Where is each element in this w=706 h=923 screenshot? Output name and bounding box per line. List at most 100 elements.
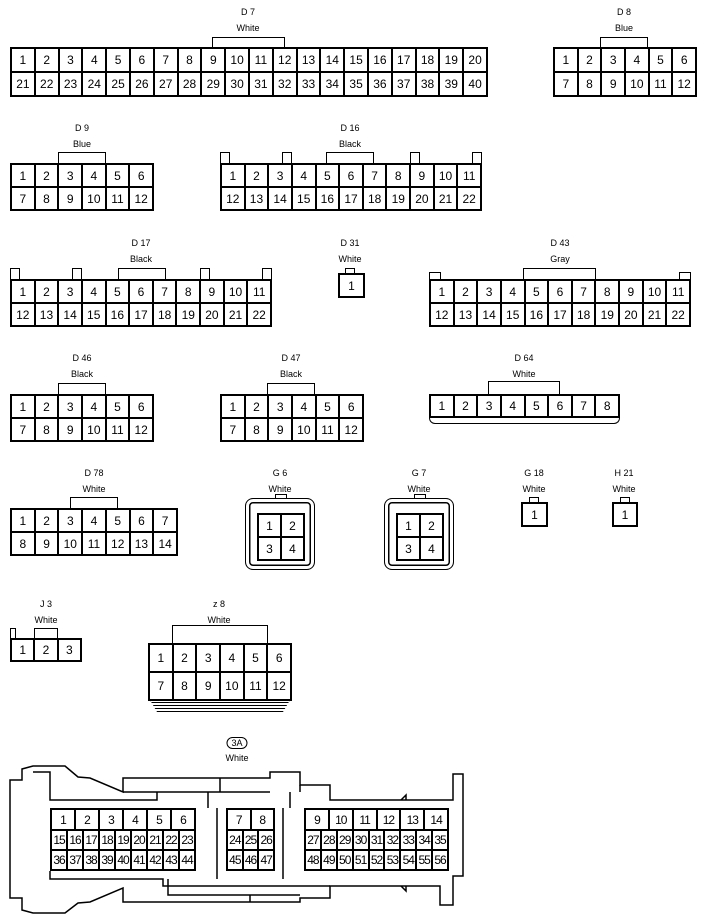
pin: 2 bbox=[34, 395, 59, 418]
housing-outline bbox=[49, 871, 330, 887]
pin: 7 bbox=[571, 280, 596, 303]
pin: 21 bbox=[147, 830, 163, 850]
pin: 6 bbox=[267, 644, 291, 672]
pin: 3 bbox=[397, 537, 420, 560]
pin: 11 bbox=[82, 532, 106, 555]
pin: 31 bbox=[248, 72, 273, 96]
pin: 1 bbox=[11, 280, 35, 303]
pin: 6 bbox=[339, 164, 363, 187]
pin: 1 bbox=[430, 395, 454, 417]
pin: 1 bbox=[11, 639, 35, 661]
connector-h21: 1 bbox=[612, 502, 638, 527]
pin: 40 bbox=[115, 850, 131, 870]
pin: 12 bbox=[376, 809, 401, 830]
pin: 23 bbox=[179, 830, 195, 850]
pin: 7 bbox=[153, 48, 178, 72]
connector-code: H 21 bbox=[614, 468, 634, 478]
pin: 32 bbox=[272, 72, 297, 96]
pin: 29 bbox=[201, 72, 226, 96]
pin: 8 bbox=[386, 164, 411, 187]
pin: 46 bbox=[242, 850, 259, 870]
housing-outline bbox=[33, 771, 158, 801]
pin: 8 bbox=[172, 672, 197, 700]
connector-lock-tab bbox=[620, 497, 630, 502]
connector-code: D 43 bbox=[550, 238, 570, 248]
pin: 4 bbox=[82, 509, 106, 532]
pin: 9 bbox=[268, 418, 292, 441]
pin: 4 bbox=[291, 164, 316, 187]
pin: 35 bbox=[432, 830, 448, 850]
housing-outline bbox=[123, 778, 301, 902]
connector-lock-tab bbox=[345, 268, 355, 273]
pin: 6 bbox=[672, 48, 696, 72]
pin: 4 bbox=[500, 395, 525, 417]
connector-color: White bbox=[82, 484, 106, 494]
pin: 9 bbox=[305, 809, 329, 830]
pin: 9 bbox=[58, 187, 82, 210]
connector-lock-tab bbox=[523, 268, 596, 279]
pin: 12 bbox=[105, 532, 130, 555]
pin: 11 bbox=[648, 72, 673, 96]
pin: 7 bbox=[152, 280, 177, 303]
connector-code-badge: 3A bbox=[226, 737, 248, 749]
pin: 34 bbox=[416, 830, 433, 850]
pin: 7 bbox=[362, 164, 387, 187]
pin: 12 bbox=[267, 672, 291, 700]
pin: 18 bbox=[99, 830, 115, 850]
pin: 3 bbox=[196, 644, 220, 672]
pin: 21 bbox=[433, 187, 458, 210]
pin: 10 bbox=[328, 809, 353, 830]
pin: 3 bbox=[57, 639, 81, 661]
pin: 3 bbox=[99, 809, 123, 830]
connector-lock-tab bbox=[58, 383, 106, 394]
pin: 11 bbox=[666, 280, 690, 303]
pin: 29 bbox=[336, 830, 353, 850]
connector-lock-tab bbox=[58, 152, 106, 163]
pin: 3 bbox=[58, 164, 82, 187]
connector-color: White bbox=[207, 615, 231, 625]
pin: 40 bbox=[463, 72, 487, 96]
connector-color: White bbox=[512, 369, 536, 379]
connector-lock-tab bbox=[414, 494, 426, 499]
pin: 12 bbox=[430, 303, 454, 326]
pin: 1 bbox=[221, 395, 245, 418]
pin: 51 bbox=[352, 850, 369, 870]
pin: 16 bbox=[67, 830, 83, 850]
pin: 36 bbox=[51, 850, 67, 870]
pin: 11 bbox=[247, 280, 271, 303]
connector-code: G 7 bbox=[411, 468, 427, 478]
pin: 10 bbox=[223, 280, 248, 303]
pin: 10 bbox=[642, 280, 667, 303]
pin: 3 bbox=[58, 509, 83, 532]
pin: 27 bbox=[153, 72, 178, 96]
connector-code: D 9 bbox=[74, 123, 90, 133]
connector-lock-tab bbox=[10, 268, 20, 279]
pin: 5 bbox=[105, 164, 130, 187]
pin: 5 bbox=[524, 280, 549, 303]
pin: 6 bbox=[129, 509, 154, 532]
pin: 2 bbox=[453, 280, 478, 303]
pin: 49 bbox=[320, 850, 337, 870]
pin: 39 bbox=[439, 72, 464, 96]
pin: 11 bbox=[315, 418, 340, 441]
pin: 2 bbox=[244, 395, 269, 418]
connector-lock-tab bbox=[220, 152, 230, 163]
pin: 6 bbox=[339, 395, 363, 418]
pin: 17 bbox=[391, 48, 416, 72]
connector-code: D 64 bbox=[514, 353, 534, 363]
connector-code: G 18 bbox=[524, 468, 544, 478]
pin: 5 bbox=[105, 280, 130, 303]
pin: 14 bbox=[320, 48, 345, 72]
